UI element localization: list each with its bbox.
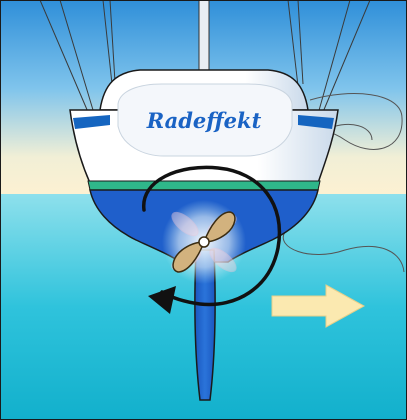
waterline-stripe <box>87 180 321 191</box>
name-panel <box>117 83 293 157</box>
boat-name: Radeffekt <box>146 108 262 133</box>
right-arrow-icon <box>271 284 366 328</box>
mast <box>198 0 210 71</box>
keel <box>194 249 216 401</box>
rigging-lines <box>39 0 371 115</box>
propeller-icon <box>162 200 246 284</box>
port-stripe <box>73 115 110 129</box>
boat-hull: Radeffekt <box>69 69 339 401</box>
starboard-stripe <box>298 115 334 129</box>
counterclockwise-arrow-icon <box>142 165 282 314</box>
